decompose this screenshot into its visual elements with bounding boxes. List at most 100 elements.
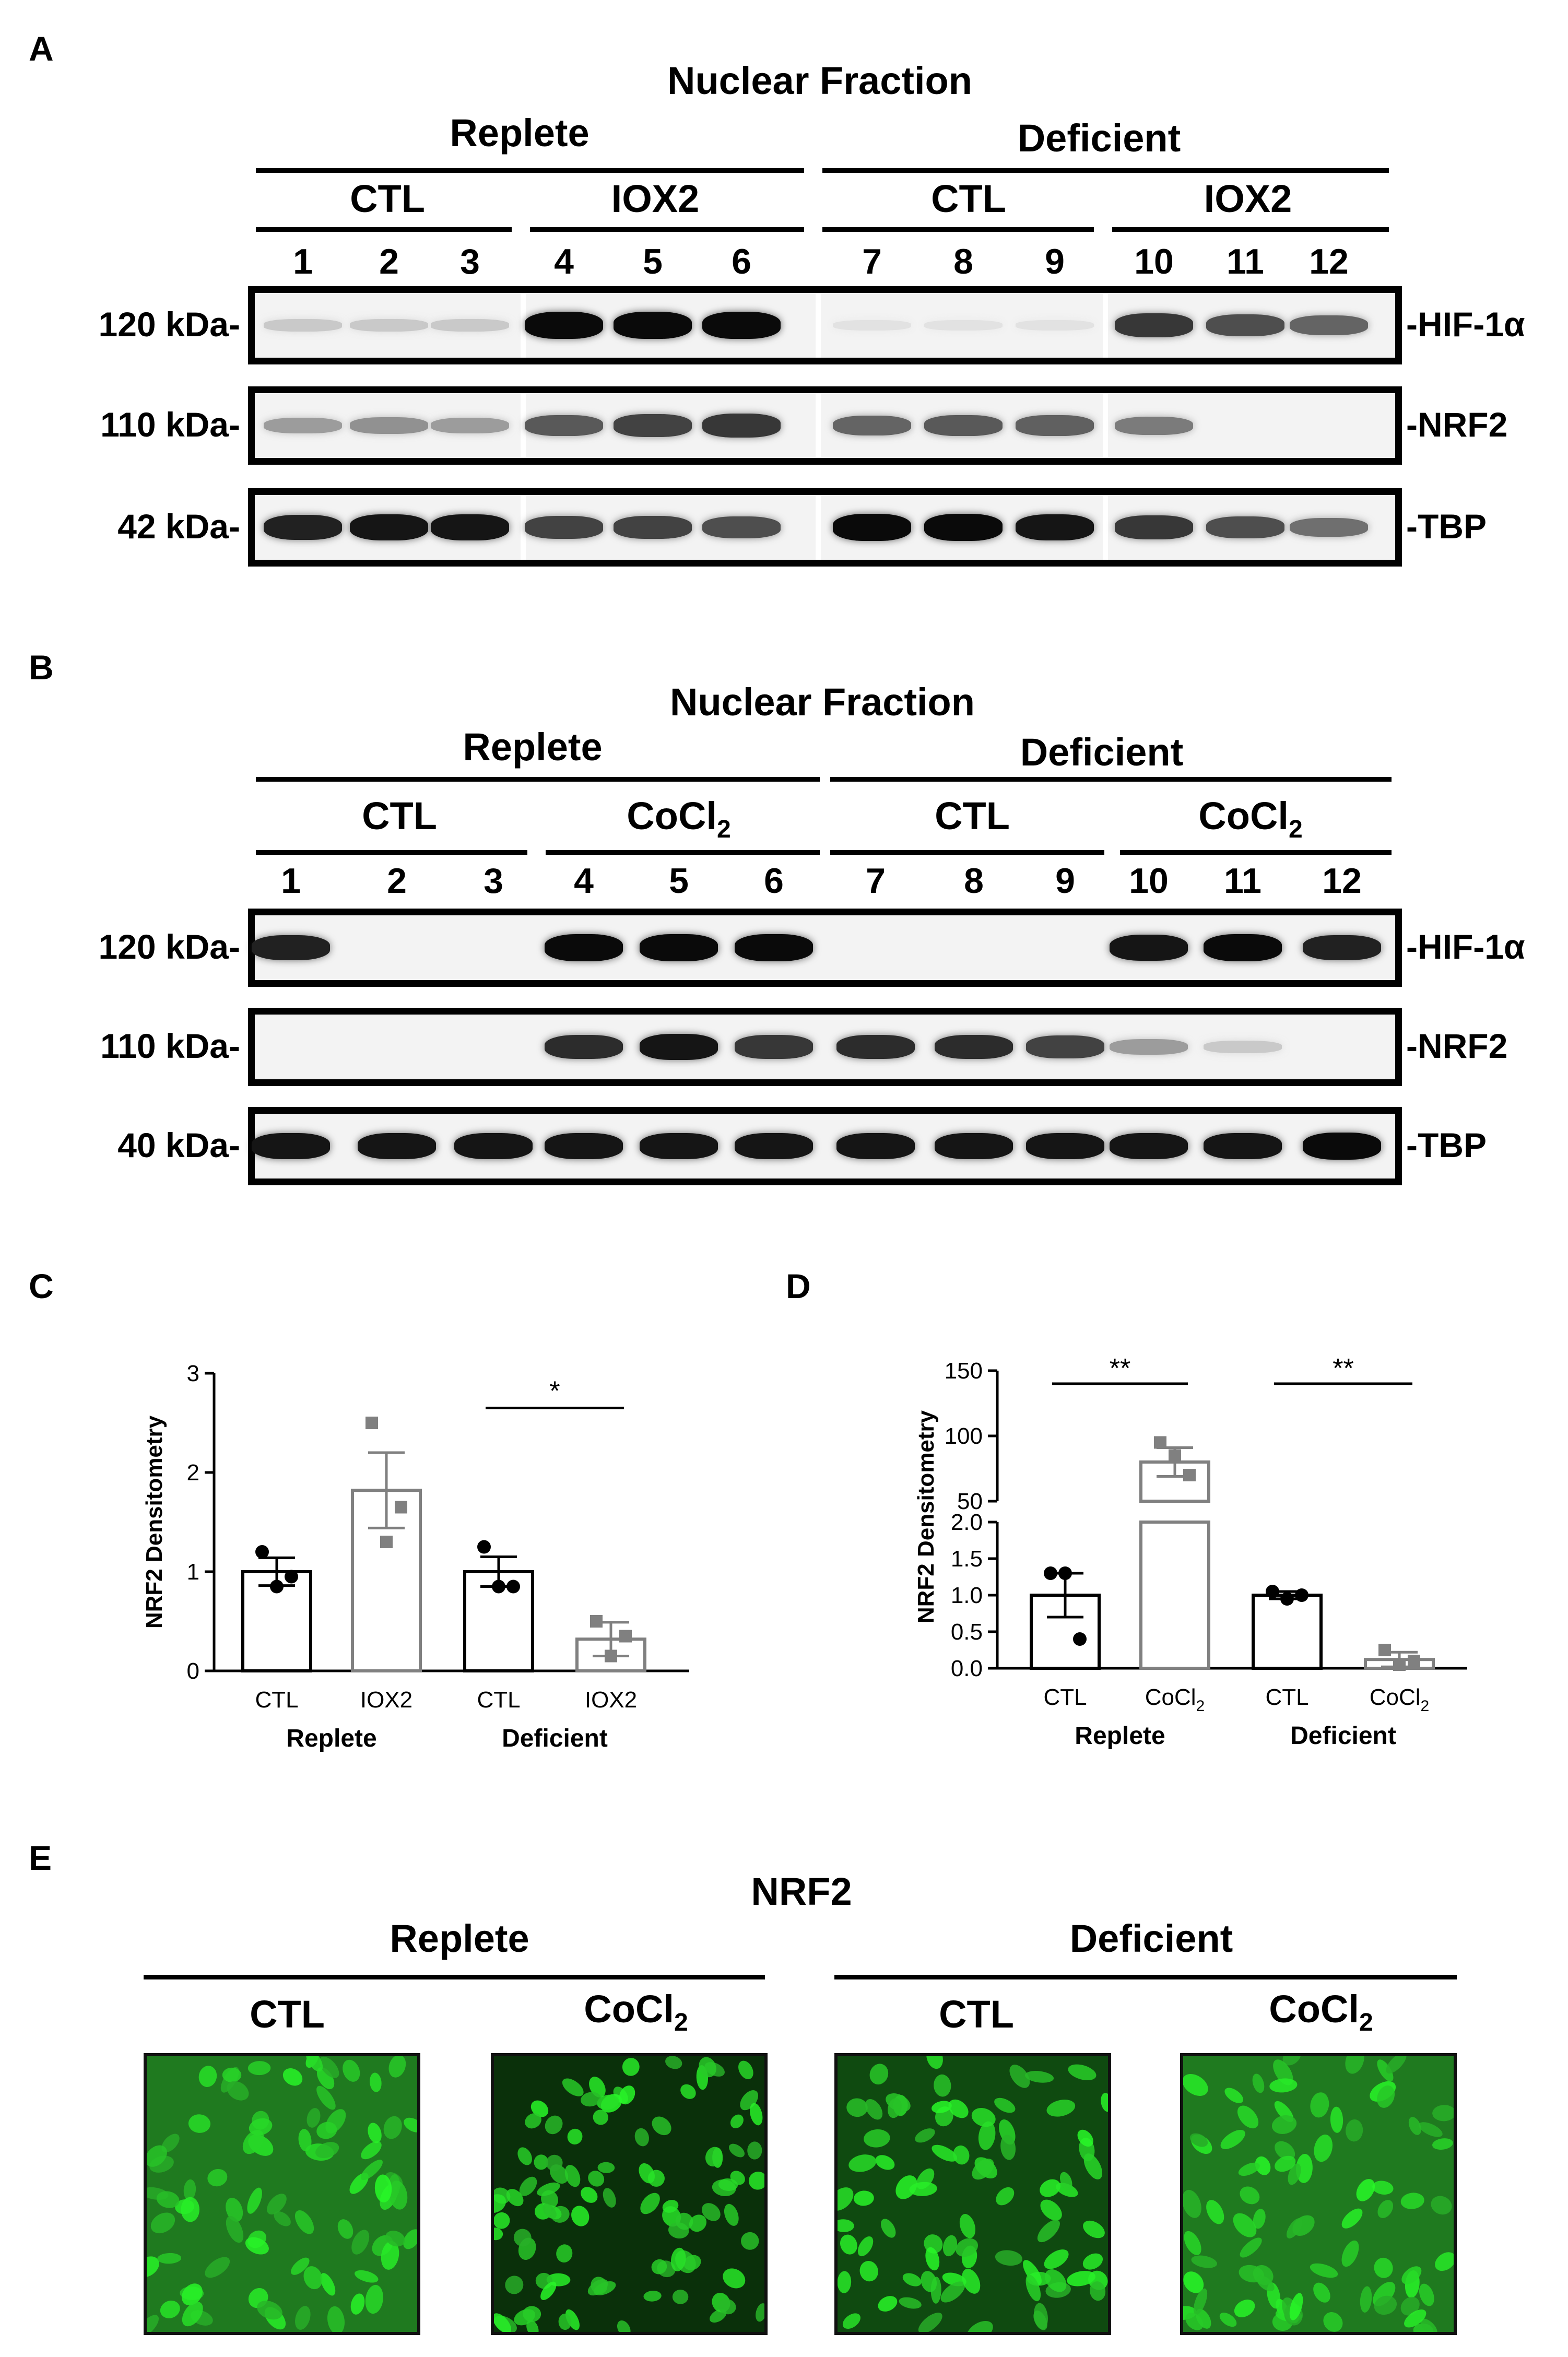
cell-nucleus <box>295 2306 311 2330</box>
blot-band <box>924 320 1003 331</box>
blot-band <box>431 418 509 433</box>
blot-band <box>614 516 692 539</box>
data-point <box>1280 1592 1294 1606</box>
blot-band <box>1206 314 1284 336</box>
cell-nucleus <box>878 2296 898 2312</box>
cell-nucleus <box>403 2229 417 2249</box>
category-label: IOX2 <box>360 1687 412 1713</box>
blot-band <box>833 415 911 436</box>
cell-nucleus <box>337 2219 353 2239</box>
significance-label: ** <box>1110 1353 1130 1384</box>
cell-nucleus <box>156 2191 180 2208</box>
blot-band <box>525 415 603 437</box>
cell-nucleus <box>327 2306 345 2332</box>
treatment-line-a-1 <box>256 227 512 232</box>
group-line-deficient-a <box>822 168 1389 173</box>
cell-nucleus <box>361 2141 382 2160</box>
lane-number-b-7: 7 <box>866 861 886 901</box>
cell-nucleus <box>1252 2073 1265 2093</box>
cell-nucleus <box>558 2313 572 2330</box>
cell-nucleus <box>182 2302 203 2327</box>
y-tick-label: 1.5 <box>951 1546 983 1572</box>
y-axis-label: NRF2 Densitometry <box>142 1415 167 1629</box>
data-point <box>506 1580 520 1594</box>
cell-nucleus <box>1408 2117 1421 2135</box>
blot-band <box>525 516 603 539</box>
blot-band <box>935 1034 1013 1059</box>
cell-nucleus <box>1256 2275 1275 2292</box>
protein-label-b-2: -TBP <box>1406 1126 1487 1164</box>
protein-label-a-2: -TBP <box>1406 507 1487 546</box>
cell-nucleus <box>1386 2056 1407 2074</box>
blot-band <box>1303 935 1381 961</box>
data-point <box>1408 1655 1420 1667</box>
mw-marker-b-1: 110 kDa- <box>100 1027 240 1065</box>
cell-nucleus <box>1037 2220 1060 2243</box>
cell-nucleus <box>848 2154 877 2172</box>
treatment-label-b-4: CoCl2 <box>1198 794 1302 844</box>
cell-nucleus <box>652 2116 671 2136</box>
cell-nucleus <box>918 2313 942 2332</box>
cell-nucleus <box>1401 2266 1422 2284</box>
cell-nucleus <box>1025 2274 1041 2302</box>
cell-nucleus <box>634 2128 649 2147</box>
cell-nucleus <box>315 2142 339 2159</box>
blot-splice-gap <box>816 495 821 560</box>
blot-band <box>1016 415 1094 436</box>
y-tick-label: 100 <box>945 1423 983 1449</box>
category-label: CoCl2 <box>1370 1684 1429 1715</box>
cell-nucleus <box>842 2313 860 2329</box>
cell-nucleus <box>1271 2115 1297 2134</box>
cell-nucleus <box>662 2200 679 2213</box>
cell-nucleus <box>181 2197 200 2222</box>
cell-nucleus <box>1420 2318 1437 2332</box>
protein-label-b-0: -HIF-1α <box>1406 927 1525 966</box>
cell-nucleus <box>978 2121 996 2150</box>
condition-label-e-4: CoCl2 <box>1269 1987 1373 2037</box>
group-label: Replete <box>286 1725 376 1752</box>
cell-nucleus <box>242 2130 264 2154</box>
cell-nucleus <box>494 2313 512 2332</box>
lane-number-b-4: 4 <box>574 861 594 901</box>
treatment-line-b-3 <box>830 850 1104 855</box>
cell-nucleus <box>1418 2122 1443 2137</box>
blot-title-a: Nuclear Fraction <box>667 59 972 102</box>
cell-nucleus <box>298 2129 312 2152</box>
micrograph-cells <box>494 2056 764 2332</box>
cell-nucleus <box>207 2169 228 2187</box>
cell-nucleus <box>381 2241 399 2270</box>
lane-number-b-12: 12 <box>1322 861 1362 901</box>
lane-number-a-1: 1 <box>293 242 313 281</box>
cell-nucleus <box>1238 2162 1260 2176</box>
cell-nucleus <box>1435 2252 1454 2271</box>
y-tick-label: 150 <box>945 1358 983 1384</box>
cell-nucleus <box>921 2271 937 2292</box>
blot-row-a-1 <box>248 386 1402 465</box>
cell-nucleus <box>1341 2240 1359 2267</box>
cell-nucleus <box>147 2315 159 2332</box>
blot-band <box>350 514 428 541</box>
cell-nucleus <box>1345 2056 1364 2074</box>
lane-number-a-8: 8 <box>953 242 973 281</box>
cell-nucleus <box>1185 2313 1204 2330</box>
cell-nucleus <box>1377 2085 1395 2108</box>
cell-nucleus <box>383 2116 402 2139</box>
blot-band <box>252 1133 330 1160</box>
lane-number-a-9: 9 <box>1045 242 1065 281</box>
cell-nucleus <box>1040 2179 1060 2197</box>
group-label: Replete <box>1075 1722 1165 1750</box>
cell-nucleus <box>350 2293 365 2315</box>
cell-nucleus <box>404 2117 417 2132</box>
blot-band <box>1290 315 1368 336</box>
nrf2-image-deficient-ctl <box>834 2053 1111 2335</box>
blot-splice-gap <box>1103 293 1108 358</box>
blot-band <box>1110 934 1188 961</box>
lane-number-b-3: 3 <box>484 861 503 901</box>
cell-nucleus <box>303 2266 323 2290</box>
blot-title-b: Nuclear Fraction <box>670 680 975 724</box>
cell-nucleus <box>388 2056 406 2078</box>
blot-row-a-0 <box>248 286 1402 364</box>
cell-nucleus <box>838 2271 852 2293</box>
